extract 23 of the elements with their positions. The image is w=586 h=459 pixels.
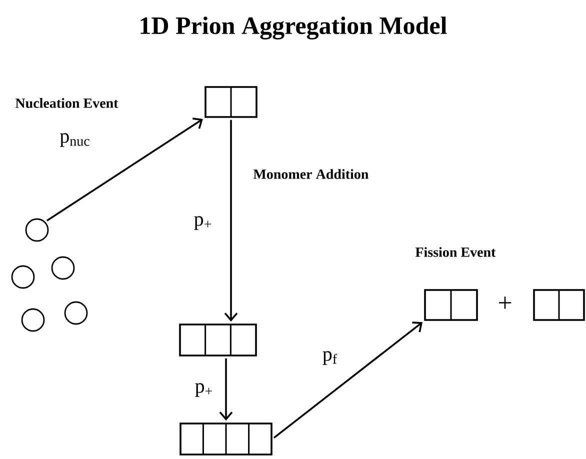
- aggregate-box: [533, 289, 585, 321]
- title: 1D Prion Aggregation Model: [140, 16, 447, 40]
- edge-label: p$_{f}$: [321, 350, 339, 366]
- plus-sign: +: [498, 296, 512, 309]
- aggregate-box: [179, 324, 257, 356]
- edge-label: p$_{+}$: [192, 215, 214, 231]
- monomer-circle: [51, 256, 75, 280]
- event-label: Nucleation Event: [15, 98, 118, 108]
- arrow: [219, 358, 233, 421]
- arrow: [224, 120, 238, 322]
- monomer-circle: [21, 308, 45, 332]
- aggregate-box: [180, 422, 272, 456]
- aggregate-box: [424, 289, 478, 321]
- aggregate-box: [204, 86, 258, 118]
- monomer-circle: [11, 265, 35, 289]
- arrow: [46, 118, 203, 222]
- event-label: Fission Event: [415, 247, 496, 257]
- edge-label: p$_{+}$: [194, 382, 214, 398]
- monomer-circle: [25, 218, 49, 242]
- event-label: Monomer Addition: [253, 169, 368, 179]
- edge-label: p$_{nuc}$: [58, 132, 92, 148]
- monomer-circle: [64, 301, 88, 325]
- arrow: [273, 322, 423, 438]
